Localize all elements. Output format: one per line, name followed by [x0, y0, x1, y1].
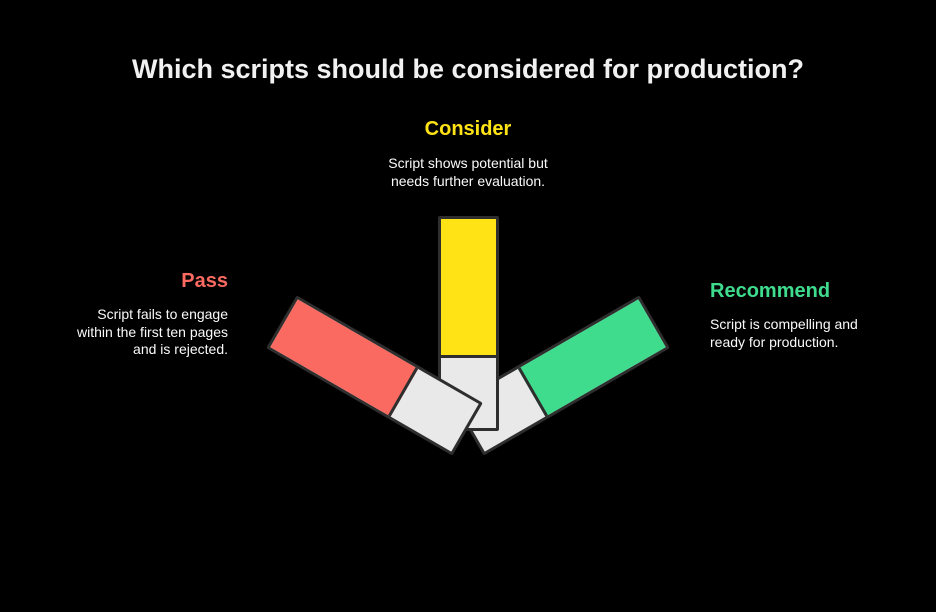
description-line: needs further evaluation.: [390, 173, 546, 189]
consider-bar-colored-segment: [440, 219, 496, 358]
pass-description: Script fails to engage within the first …: [77, 306, 228, 359]
description-line: within the first ten pages: [77, 323, 228, 340]
page-title: Which scripts should be considered for p…: [131, 54, 805, 84]
recommend-label: Recommend: [710, 280, 831, 302]
pass-bar-colored-segment: [270, 299, 419, 417]
consider-label: Consider: [424, 118, 512, 140]
consider-description: Script shows potential but needs further…: [0, 154, 936, 190]
description-line: ready for production.: [710, 333, 839, 350]
description-line: Script fails to engage: [97, 306, 228, 322]
recommend-bar-colored-segment: [517, 299, 666, 417]
description-line: Script is compelling and: [710, 316, 858, 332]
recommend-description: Script is compelling and ready for produ…: [710, 316, 858, 351]
pass-label: Pass: [181, 270, 228, 292]
description-line: and is rejected.: [133, 341, 228, 357]
description-line: Script shows potential but: [388, 155, 548, 171]
